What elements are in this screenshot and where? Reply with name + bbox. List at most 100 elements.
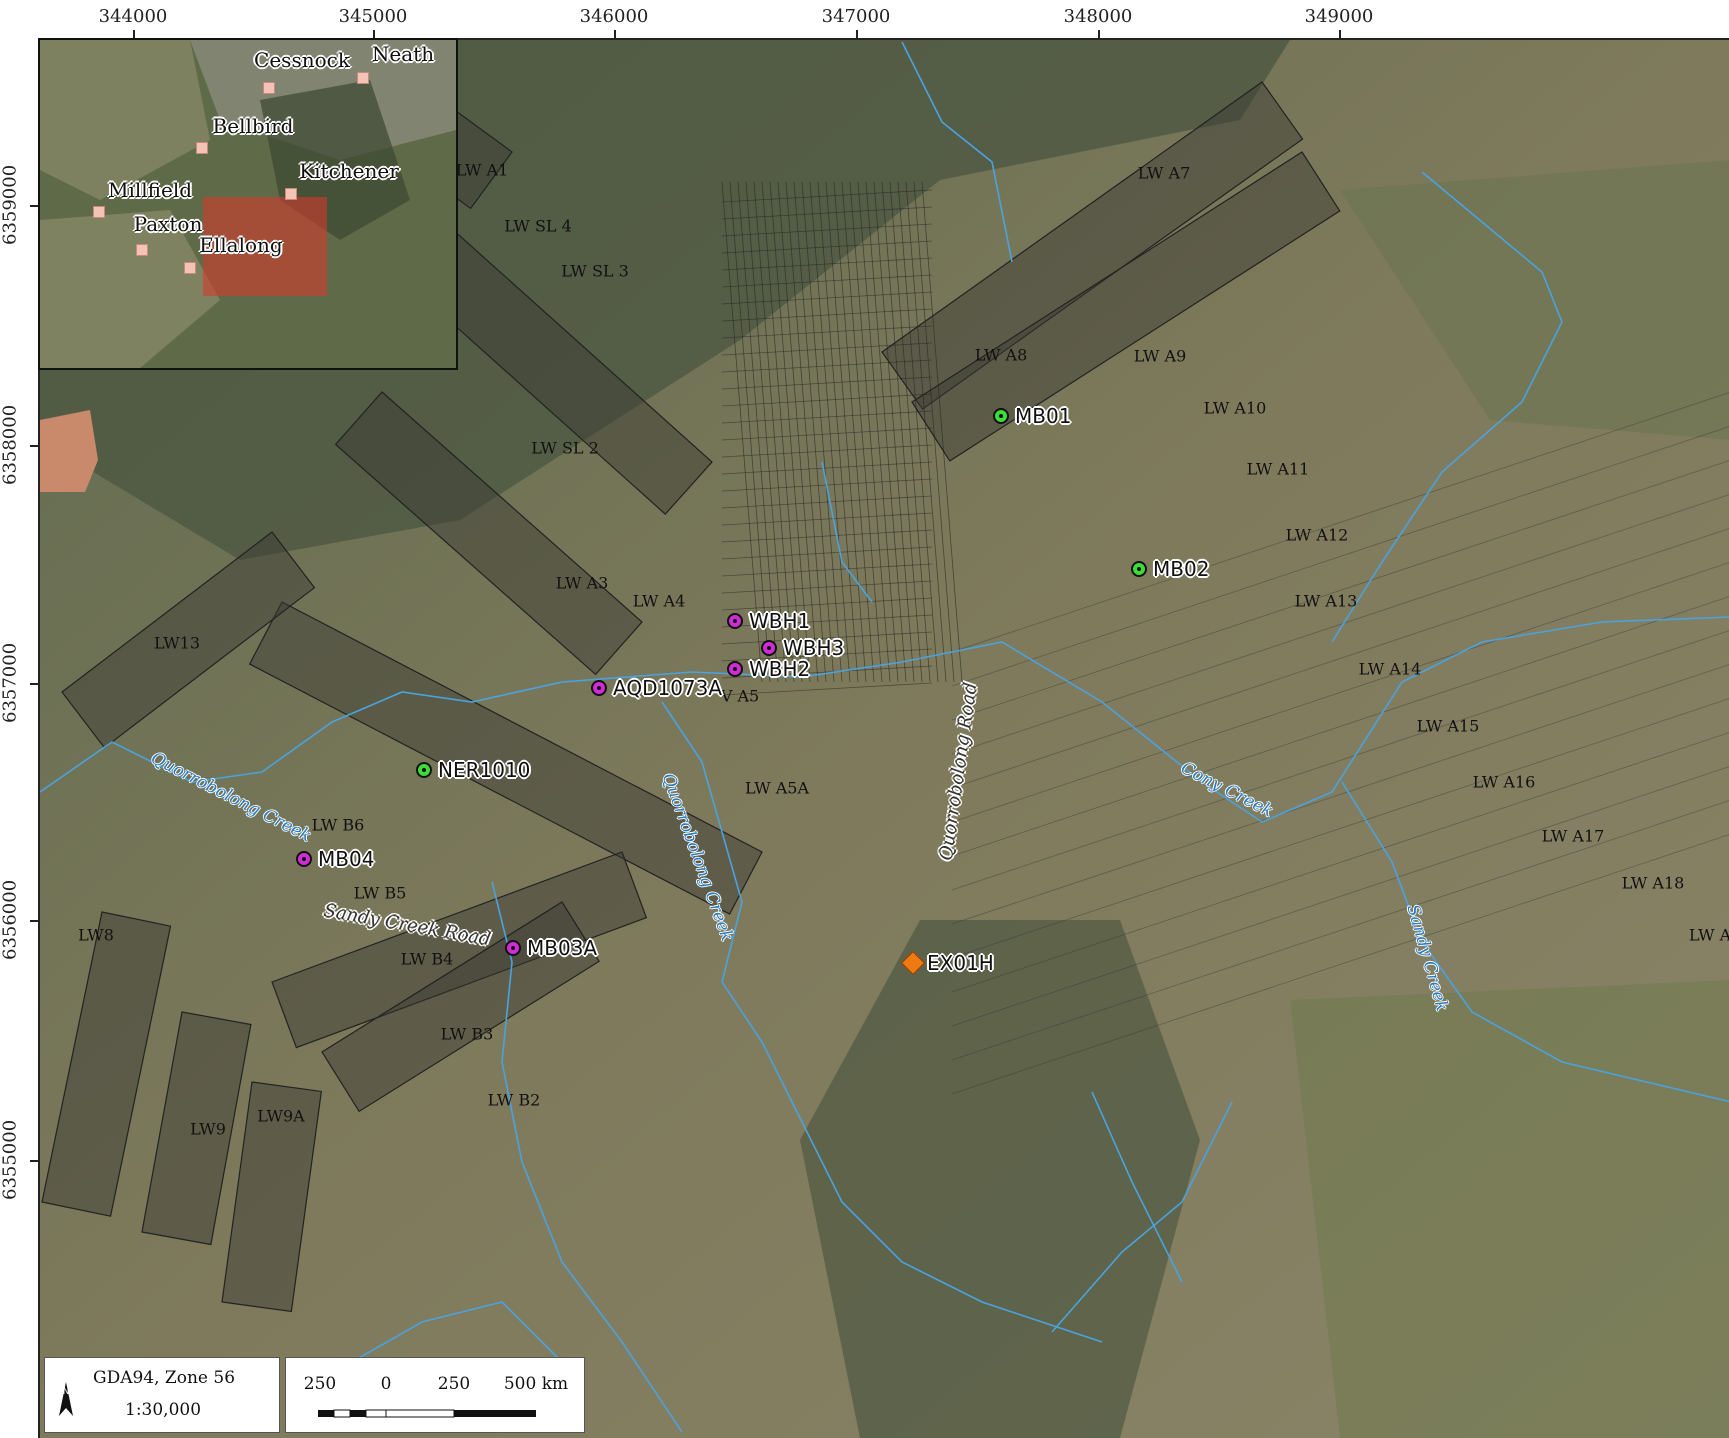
mine-grid-line [721, 359, 933, 373]
y-axis-tick-label: 6355000 [0, 1119, 21, 1200]
longwall-label: V A5 [720, 686, 760, 706]
longwall-label: LW8 [78, 925, 114, 945]
bore-label: EX01H [927, 951, 994, 975]
longwall-panel [141, 1011, 252, 1246]
mine-grid-line [721, 529, 933, 543]
longwall-label: LW B5 [353, 883, 407, 903]
mine-grid-line [921, 181, 963, 683]
mine-grid-line [721, 206, 933, 220]
town-marker [184, 262, 196, 274]
mine-grid-line [721, 427, 933, 441]
mine-grid-line [769, 181, 811, 683]
x-axis-tick [133, 30, 135, 38]
mine-grid-line [865, 181, 907, 683]
mine-grid-line [721, 342, 933, 356]
longwall-label: LW A14 [1358, 659, 1422, 679]
bore-label: MB02 [1153, 557, 1210, 581]
bore-label: NER1010 [438, 758, 531, 782]
mine-grid-line [721, 546, 933, 560]
longwall-label: LW SL 4 [504, 216, 572, 236]
longwall-label: LW A10 [1203, 398, 1267, 418]
mine-grid-line [905, 181, 947, 683]
longwall-label: LW B6 [311, 815, 365, 835]
bore-marker [416, 762, 432, 778]
longwall-label: LW B2 [487, 1090, 541, 1110]
town-label: Paxton [133, 212, 203, 236]
scale-value: 250 [303, 1374, 337, 1394]
mine-grid-line [721, 291, 933, 305]
x-axis-tick-label: 345000 [338, 6, 408, 27]
mine-grid-line [721, 308, 933, 322]
mine-grid-line [951, 494, 1729, 755]
longwall-label: LW A9 [1133, 346, 1187, 366]
town-marker [196, 142, 208, 154]
bore-label: MB01 [1015, 404, 1072, 428]
creek-line [40, 616, 1729, 823]
town-label: Millfield [107, 178, 193, 202]
longwall-label: LW B4 [400, 949, 454, 969]
longwall-label: LW13 [153, 633, 201, 653]
scale-value: 500 km [503, 1374, 569, 1394]
x-axis-tick-label: 348000 [1063, 6, 1133, 27]
mine-grid-line [849, 181, 891, 683]
mine-grid-line [873, 181, 915, 683]
mine-grid-line [721, 274, 933, 288]
creek-line [491, 881, 683, 1433]
y-axis-tick-label: 6357000 [0, 642, 21, 723]
bore-label: MB04 [318, 847, 375, 871]
map-svg [40, 40, 1729, 1438]
mine-grid-line [721, 631, 933, 645]
mine-grid-line [721, 580, 933, 594]
mine-grid-line [951, 766, 1729, 1027]
mine-grid-lines [721, 181, 1729, 1095]
mine-grid-line [777, 181, 819, 683]
mine-grid-line [721, 376, 933, 390]
mine-grid-line [951, 800, 1729, 1061]
mine-grid-line [951, 664, 1729, 925]
longwall-label: LW9A [257, 1106, 305, 1126]
town-marker [357, 72, 369, 84]
mine-grid-line [721, 597, 933, 611]
mine-grid-line [951, 596, 1729, 857]
town-marker [136, 244, 148, 256]
mine-grid-line [825, 181, 867, 683]
mine-grid-line [721, 648, 933, 662]
longwall-panel [221, 1081, 323, 1313]
longwall-label: LW A17 [1541, 826, 1605, 846]
creek-line [1051, 1101, 1233, 1333]
y-axis-tick-label: 6356000 [0, 879, 21, 960]
scale-bar-graphic [318, 1409, 536, 1418]
mine-grid-line [857, 181, 899, 683]
y-axis-tick-label: 6358000 [0, 404, 21, 485]
x-axis-tick [856, 30, 858, 38]
mine-grid-line [721, 410, 933, 424]
mine-grid-line [951, 562, 1729, 823]
forest-patch [800, 920, 1200, 1438]
longwall-label: LW A13 [1294, 591, 1358, 611]
mine-grid-line [809, 181, 851, 683]
longwall-label: LW A12 [1285, 525, 1349, 545]
creek-line [661, 701, 1103, 1343]
north-arrow-icon: N [59, 1382, 73, 1416]
longwall-label: LW SL 2 [531, 438, 599, 458]
mine-grid-line [721, 325, 933, 339]
creek-line [351, 1301, 583, 1383]
scale-value: 250 [437, 1374, 471, 1394]
longwall-label: LW A5A [744, 778, 810, 798]
mine-grid-line [721, 181, 763, 683]
bore-marker [993, 408, 1009, 424]
mine-grid-line [721, 512, 933, 526]
longwall-label: LW A4 [632, 591, 686, 611]
longwall-label: LW9 [190, 1119, 226, 1139]
longwall-panel [41, 911, 172, 1217]
longwall-panel [248, 601, 763, 915]
mine-grid-line [721, 240, 933, 254]
mine-grid-line [729, 181, 771, 683]
creek-line [821, 461, 873, 603]
svg-text:N: N [63, 1387, 70, 1397]
longwall-label: LW A [1688, 925, 1729, 945]
mine-grid-line [753, 181, 795, 683]
y-axis-tick-label: 6359000 [0, 164, 21, 245]
